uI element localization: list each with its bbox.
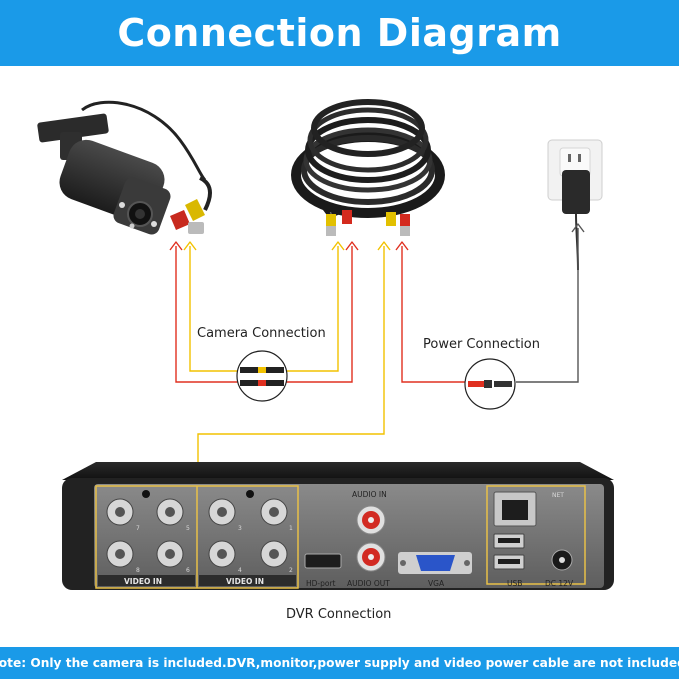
bnc-ports: [106, 490, 288, 568]
channel-label: 7: [136, 525, 140, 532]
video-in-label-left: VIDEO IN: [124, 577, 162, 586]
footer-note: Note: Only the camera is included.DVR,mo…: [0, 656, 679, 670]
footer-note-bar: Note: Only the camera is included.DVR,mo…: [0, 647, 679, 679]
adapter-wire: [516, 223, 585, 383]
vga-label: VGA: [428, 579, 445, 588]
channel-label: 2: [289, 567, 293, 574]
hd-port-label: HD-port: [306, 579, 336, 588]
channel-label: 6: [186, 567, 190, 574]
camera-connection-label: Camera Connection: [197, 326, 326, 341]
camera-image: [37, 100, 212, 235]
audio-out-label: AUDIO OUT: [347, 579, 390, 588]
title-banner: Connection Diagram: [0, 0, 679, 66]
usb-label: USB: [507, 579, 522, 588]
power-connection-label: Power Connection: [423, 337, 540, 352]
dvr-power-wire: [395, 241, 472, 383]
net-label: NET: [552, 492, 564, 499]
dvr-connection-label: DVR Connection: [286, 607, 391, 622]
dc-label: DC 12V: [545, 579, 574, 588]
dvr-video-wire: [197, 241, 391, 468]
video-in-label-right: VIDEO IN: [226, 577, 264, 586]
power-connector-circle: [464, 358, 516, 410]
camera-connector-circle: [236, 350, 288, 402]
page-title: Connection Diagram: [117, 11, 562, 55]
channel-label: 3: [238, 525, 242, 532]
channel-label: 8: [136, 567, 140, 574]
power-adapter-image: [547, 139, 603, 271]
dvr-image: 7 5 3 1 8 6 4 2 VIDEO IN VIDEO IN AUDIO …: [62, 462, 614, 590]
channel-label: 1: [289, 525, 293, 532]
channel-label: 5: [186, 525, 190, 532]
channel-label: 4: [238, 567, 242, 574]
video-power-cable-image: [291, 99, 445, 236]
audio-in-label: AUDIO IN: [352, 490, 387, 499]
